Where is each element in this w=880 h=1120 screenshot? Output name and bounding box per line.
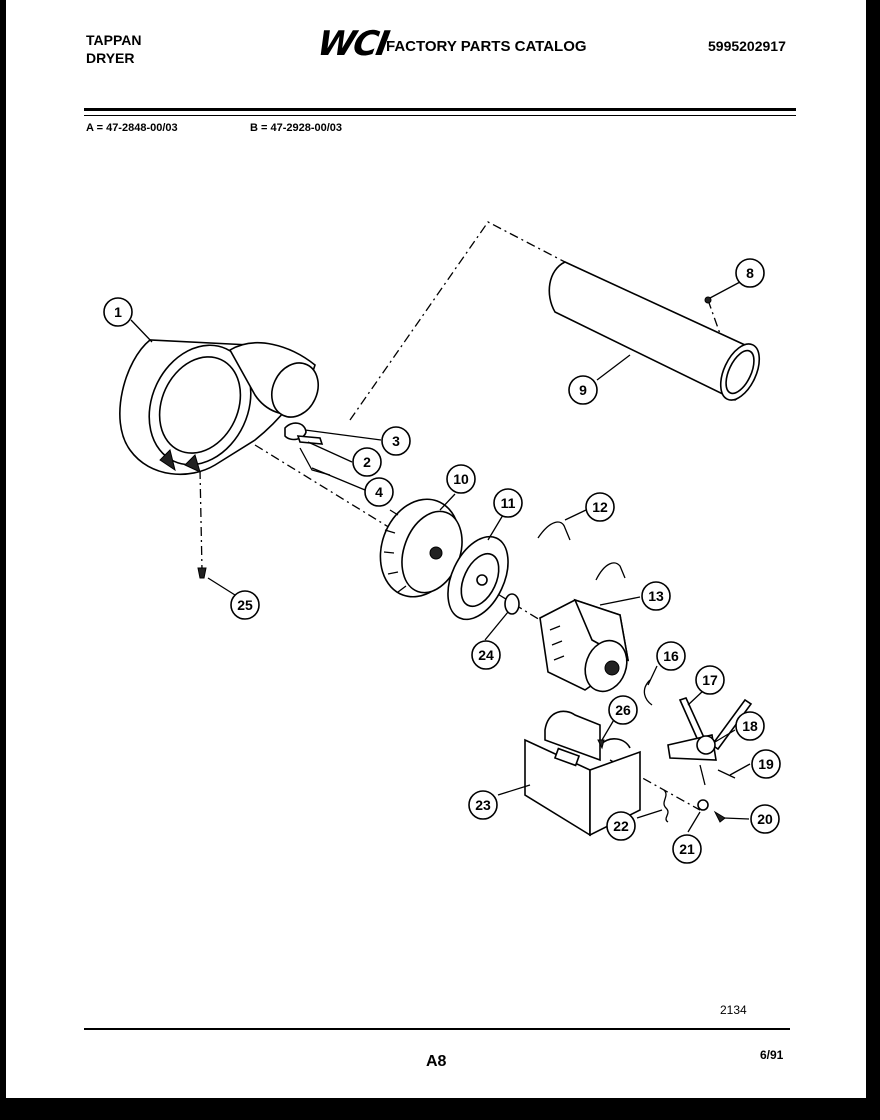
- svg-text:23: 23: [475, 797, 491, 813]
- svg-text:26: 26: [615, 702, 631, 718]
- bracket-screw: [597, 739, 605, 750]
- svg-text:13: 13: [648, 588, 664, 604]
- svg-text:8: 8: [746, 265, 754, 281]
- blower-wheel: [379, 498, 463, 598]
- svg-text:22: 22: [613, 818, 629, 834]
- brand-name: TAPPAN: [86, 32, 142, 48]
- svg-text:11: 11: [501, 495, 516, 511]
- svg-text:2: 2: [363, 454, 371, 470]
- callout-26: 26: [608, 695, 638, 725]
- idler-arm: [667, 697, 753, 786]
- scan-edge-right: [866, 0, 880, 1120]
- svg-text:24: 24: [478, 647, 494, 663]
- callout-10: 10: [446, 464, 476, 494]
- svg-text:4: 4: [375, 484, 383, 500]
- drawing-number: 2134: [720, 1003, 747, 1017]
- callout-13: 13: [641, 581, 671, 611]
- product-name: DRYER: [86, 50, 135, 66]
- footer-rule: [84, 1028, 790, 1030]
- svg-text:18: 18: [742, 718, 758, 734]
- blower-housing: [119, 339, 319, 475]
- svg-text:17: 17: [702, 672, 718, 688]
- idler-disc: [447, 535, 509, 621]
- callout-18: 18: [735, 711, 765, 741]
- svg-text:12: 12: [592, 499, 608, 515]
- scan-edge-bottom: [0, 1098, 880, 1120]
- svg-text:16: 16: [663, 648, 679, 664]
- model-a: A = 47-2848-00/03: [86, 122, 178, 134]
- svg-text:9: 9: [579, 382, 587, 398]
- catalog-number: 5995202917: [708, 38, 786, 54]
- svg-text:20: 20: [757, 811, 773, 827]
- clamp-and-bolt: [284, 422, 331, 476]
- callout-12: 12: [585, 492, 615, 522]
- scan-edge-left: [0, 0, 6, 1120]
- revision-date: 6/91: [760, 1048, 784, 1062]
- header-rule-top: [84, 108, 796, 111]
- catalog-title: FACTORY PARTS CATALOG: [386, 38, 587, 55]
- svg-text:21: 21: [679, 841, 695, 857]
- callout-8: 8: [735, 258, 765, 288]
- callout-25: 25: [230, 590, 260, 620]
- callout-21: 21: [672, 834, 702, 864]
- callout-19: 19: [751, 749, 781, 779]
- callout-24: 24: [471, 640, 501, 670]
- svg-text:10: 10: [453, 471, 469, 487]
- drive-motor: [539, 598, 630, 693]
- page-number: A8: [426, 1053, 447, 1070]
- callout-22: 22: [606, 811, 636, 841]
- callout-20: 20: [750, 804, 780, 834]
- svg-text:1: 1: [114, 304, 122, 320]
- idler-hardware: [663, 769, 736, 823]
- model-b: B = 47-2928-00/03: [250, 122, 343, 134]
- callout-17: 17: [695, 665, 725, 695]
- callout-3: 3: [381, 426, 411, 456]
- retaining-ring: [504, 593, 520, 615]
- exhaust-duct: [548, 261, 761, 401]
- callout-9: 9: [568, 375, 598, 405]
- callout-4: 4: [364, 477, 394, 507]
- callout-23: 23: [468, 790, 498, 820]
- callout-11: 11: [493, 488, 523, 518]
- svg-text:3: 3: [392, 433, 400, 449]
- spring-clip: [643, 679, 653, 706]
- svg-text:25: 25: [237, 597, 253, 613]
- callout-2: 2: [352, 447, 382, 477]
- housing-screw: [197, 567, 207, 579]
- motor-clips: [537, 521, 626, 581]
- leader-lines: [130, 281, 751, 833]
- svg-text:19: 19: [758, 756, 774, 772]
- callout-16: 16: [656, 641, 686, 671]
- duct-screw: [704, 296, 712, 304]
- callout-1: 1: [103, 297, 133, 327]
- header-rule-bottom: [84, 115, 796, 116]
